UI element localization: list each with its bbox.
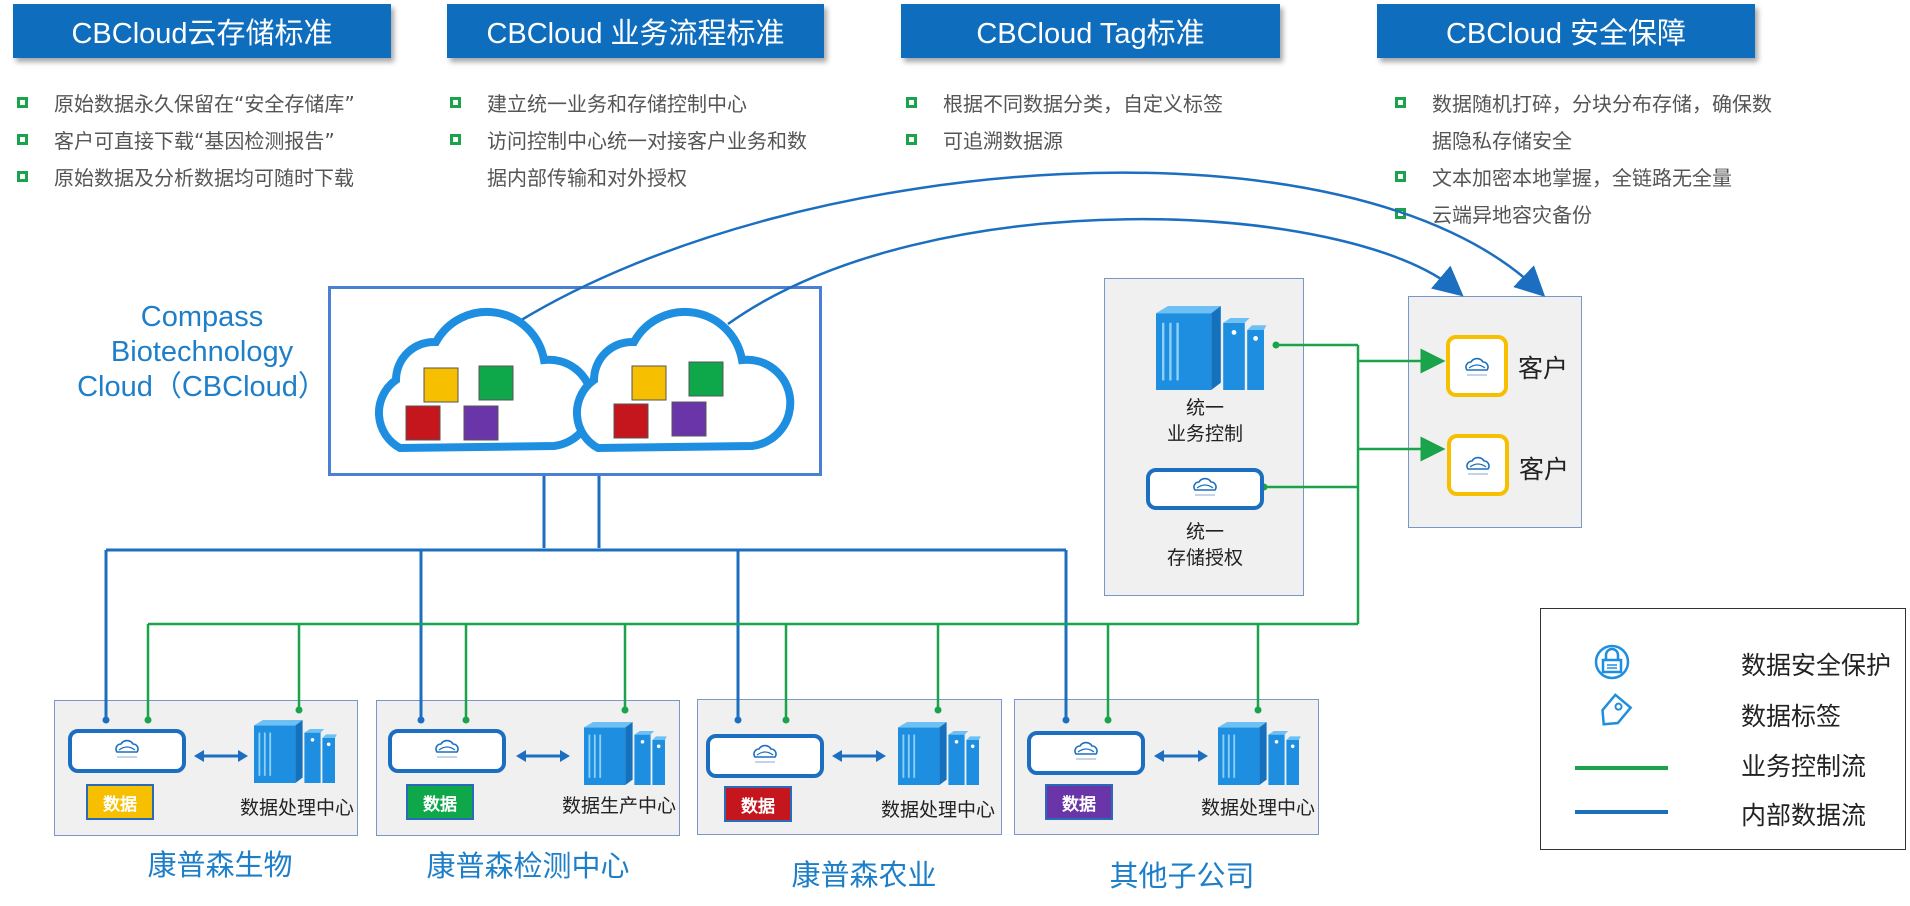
data-tag: 数据	[1045, 784, 1113, 820]
legend: 数据安全保护 数据标签 业务控制流 内部数据流	[1540, 608, 1906, 850]
bullet-list-col2: 建立统一业务和存储控制中心 访问控制中心统一对接客户业务和数据内部传输和对外授权	[450, 86, 820, 197]
bullet-item: 访问控制中心统一对接客户业务和数据内部传输和对外授权	[450, 123, 820, 197]
cloud-icon	[573, 307, 795, 453]
storage-pill-icon	[1027, 731, 1145, 775]
bullet-text: 原始数据永久保留在“安全存储库”	[54, 92, 355, 116]
header-text: CBCloud 安全保障	[1445, 18, 1687, 50]
client-avatar[interactable]	[1446, 335, 1508, 397]
legend-label-tag: 数据标签	[1741, 703, 1842, 731]
bullet-list-col4: 数据随机打碎，分块分布存储，确保数据隐私存储安全 文本加密本地掌握，全链路无全量…	[1395, 86, 1775, 234]
bullet-item: 建立统一业务和存储控制中心	[450, 86, 820, 123]
data-tag: 数据	[406, 784, 474, 820]
data-tag: 数据	[86, 784, 154, 820]
control-flow-nodes	[144, 341, 1280, 724]
legend-label-security: 数据安全保护	[1741, 652, 1892, 680]
lock-icon	[1594, 644, 1630, 680]
green-square-icon	[1395, 97, 1406, 108]
bullet-item: 文本加密本地掌握，全链路无全量	[1395, 160, 1775, 197]
green-square-icon	[906, 134, 917, 145]
green-square-icon	[450, 134, 461, 145]
green-square-icon	[906, 97, 917, 108]
bullet-text: 客户可直接下载“基因检测报告”	[54, 129, 335, 153]
bullet-text: 根据不同数据分类，自定义标签	[943, 92, 1223, 116]
center-label: 数据处理中心	[240, 797, 355, 819]
curve-arrow-inner	[727, 217, 1464, 326]
server-icon	[583, 721, 668, 786]
bullet-text: 文本加密本地掌握，全链路无全量	[1432, 166, 1732, 190]
cbcloud-title-line: Cloud（CBCloud）	[77, 371, 327, 403]
green-square-icon	[450, 97, 461, 108]
bullet-item: 云端异地容灾备份	[1395, 197, 1775, 234]
bullet-item: 根据不同数据分类，自定义标签	[906, 86, 1286, 123]
client-label: 客户	[1519, 455, 1570, 484]
subsidiary-name: 康普森农业	[791, 860, 937, 892]
server-icon	[253, 719, 338, 784]
internal-data-flow-lines	[104, 476, 1068, 720]
green-square-icon	[17, 171, 28, 182]
bullet-item: 客户可直接下载“基因检测报告”	[17, 123, 417, 160]
data-tag: 数据	[724, 786, 792, 822]
cbcloud-title-line: Biotechnology	[110, 336, 294, 368]
bullet-item: 原始数据及分析数据均可随时下载	[17, 160, 417, 197]
curve-arrow-outer	[517, 171, 1546, 324]
cloud-logo-icon	[1466, 456, 1490, 475]
header-business-process-standard: CBCloud 业务流程标准	[447, 4, 824, 58]
server-icon	[1154, 304, 1268, 392]
business-control-label: 统一 业务控制	[1110, 396, 1300, 448]
client-label: 客户	[1518, 354, 1569, 383]
business-control-line: 统一	[1185, 398, 1224, 419]
cloud-icon	[375, 307, 597, 453]
center-label: 数据生产中心	[562, 795, 677, 817]
green-square-icon	[17, 134, 28, 145]
header-cloud-storage-standard: CBCloud云存储标准	[13, 4, 391, 58]
bullet-item: 原始数据永久保留在“安全存储库”	[17, 86, 417, 123]
bullet-list-col1: 原始数据永久保留在“安全存储库” 客户可直接下载“基因检测报告” 原始数据及分析…	[17, 86, 417, 197]
legend-label-data-flow: 内部数据流	[1741, 802, 1867, 830]
green-square-icon	[17, 97, 28, 108]
header-text: CBCloud Tag标准	[976, 18, 1205, 50]
header-text: CBCloud 业务流程标准	[486, 18, 785, 50]
subsidiary-name: 康普森检测中心	[426, 851, 630, 883]
green-square-icon	[1395, 171, 1406, 182]
bullet-item: 可追溯数据源	[906, 123, 1286, 160]
header-security: CBCloud 安全保障	[1377, 4, 1755, 58]
bullet-text: 云端异地容灾备份	[1432, 203, 1592, 227]
header-tag-standard: CBCloud Tag标准	[901, 4, 1280, 58]
client-avatar[interactable]	[1447, 434, 1509, 496]
center-label: 数据处理中心	[1201, 797, 1316, 819]
storage-auth-line: 统一	[1185, 522, 1224, 543]
center-label: 数据处理中心	[881, 799, 996, 821]
cbcloud-title: Compass Biotechnology Cloud（CBCloud）	[72, 300, 332, 405]
double-arrow-icons	[194, 750, 1208, 762]
server-icon	[1217, 721, 1302, 786]
storage-pill-icon	[706, 734, 824, 778]
legend-label-business-flow: 业务控制流	[1741, 753, 1867, 781]
storage-pill-icon	[1146, 468, 1264, 510]
bullet-text: 原始数据及分析数据均可随时下载	[54, 166, 354, 190]
storage-pill-icon	[68, 729, 186, 773]
bullet-text: 访问控制中心统一对接客户业务和数据内部传输和对外授权	[487, 129, 807, 190]
bullet-list-col3: 根据不同数据分类，自定义标签 可追溯数据源	[906, 86, 1286, 160]
storage-pill-icon	[388, 729, 506, 773]
tag-icon	[1601, 693, 1633, 726]
bullet-text: 数据随机打碎，分块分布存储，确保数据隐私存储安全	[1432, 92, 1772, 153]
cbcloud-title-line: Compass	[140, 301, 264, 333]
storage-auth-label: 统一 存储授权	[1110, 520, 1300, 572]
bullet-text: 可追溯数据源	[943, 129, 1063, 153]
cloud-logo-icon	[1465, 357, 1489, 376]
data-flow-nodes	[102, 716, 1070, 724]
bullet-text: 建立统一业务和存储控制中心	[487, 92, 747, 116]
server-icon	[897, 721, 982, 786]
subsidiary-name: 其他子公司	[1109, 861, 1255, 893]
storage-auth-line: 存储授权	[1166, 548, 1243, 569]
bullet-item: 数据随机打碎，分块分布存储，确保数据隐私存储安全	[1395, 86, 1775, 160]
header-text: CBCloud云存储标准	[71, 18, 333, 50]
business-control-line: 业务控制	[1166, 424, 1243, 445]
subsidiary-name: 康普森生物	[147, 850, 293, 882]
business-control-flow-lines	[146, 343, 1446, 720]
